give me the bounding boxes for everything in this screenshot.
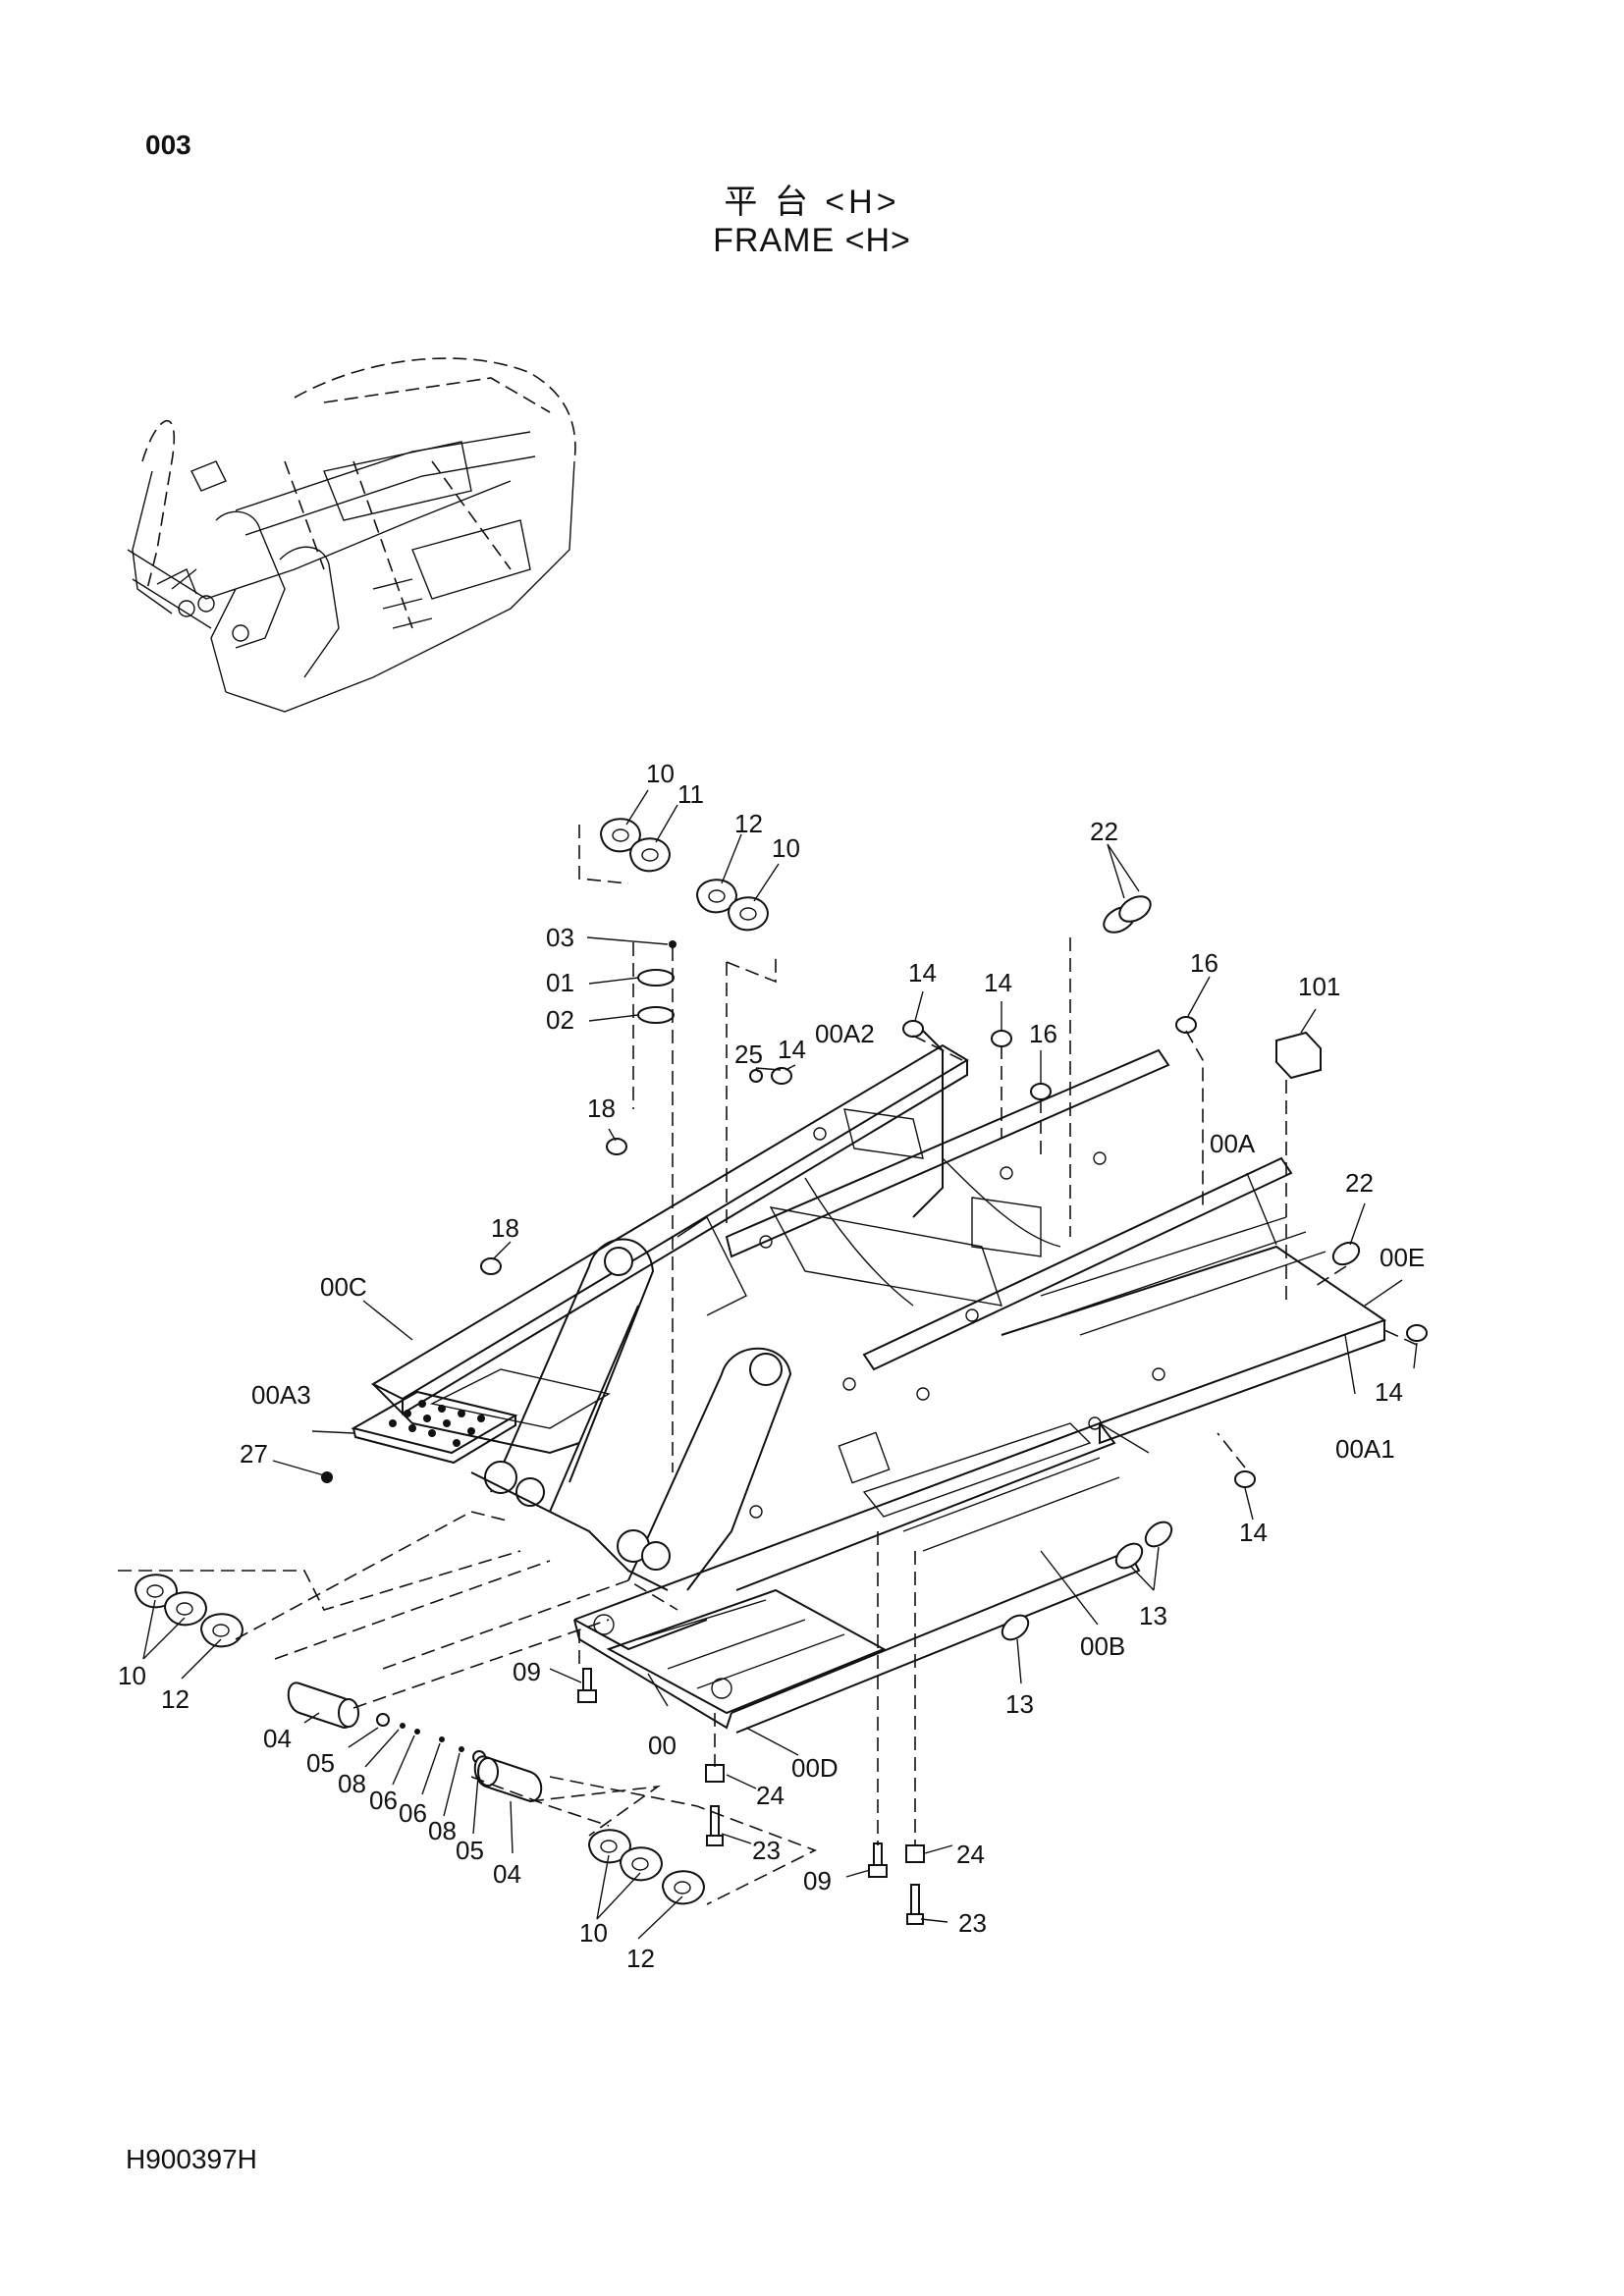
callout-03: 03 [546, 923, 574, 952]
callout-05: 05 [456, 1836, 484, 1865]
callout-27: 27 [240, 1439, 268, 1468]
callout-18: 18 [587, 1094, 616, 1123]
callout-24: 24 [956, 1840, 985, 1869]
callout-00A3: 00A3 [251, 1380, 311, 1410]
callout-10: 10 [579, 1918, 608, 1948]
callout-13: 13 [1139, 1601, 1167, 1630]
callout-12: 12 [734, 809, 763, 838]
callout-23: 23 [958, 1908, 987, 1938]
callout-00C: 00C [320, 1272, 367, 1302]
callout-25: 25 [734, 1040, 763, 1069]
callout-04: 04 [493, 1859, 521, 1889]
callout-09: 09 [513, 1657, 541, 1686]
assembly-lines [118, 825, 1418, 1905]
callout-11: 11 [677, 779, 704, 809]
machine-overview-inset [127, 357, 576, 713]
callout-10: 10 [646, 759, 675, 788]
callout-09: 09 [803, 1866, 832, 1896]
callout-13: 13 [1005, 1689, 1034, 1719]
callout-04: 04 [263, 1724, 292, 1753]
title-chinese: 平 台 <H> [724, 184, 900, 221]
callout-14: 14 [908, 958, 937, 988]
callout-12: 12 [161, 1684, 189, 1714]
callout-00A: 00A [1210, 1129, 1256, 1158]
callout-10: 10 [118, 1661, 146, 1690]
page-number: 003 [145, 130, 191, 160]
callout-06: 06 [399, 1798, 427, 1828]
callout-22: 22 [1090, 817, 1118, 846]
callout-00B: 00B [1080, 1631, 1125, 1661]
callout-14: 14 [1375, 1377, 1403, 1407]
callout-05: 05 [306, 1748, 335, 1778]
title-english: FRAME <H> [713, 222, 911, 259]
document-code: H900397H [126, 2144, 257, 2174]
callout-16: 16 [1029, 1019, 1057, 1048]
exploded-parts [134, 818, 1428, 1925]
callout-08: 08 [428, 1816, 457, 1845]
callout-06: 06 [369, 1786, 398, 1815]
callout-10: 10 [772, 833, 800, 863]
callout-14: 14 [1239, 1518, 1268, 1547]
callout-16: 16 [1190, 948, 1218, 978]
callout-23: 23 [752, 1836, 781, 1865]
callout-02: 02 [546, 1005, 574, 1035]
callout-00A1: 00A1 [1335, 1434, 1395, 1464]
callout-00A2: 00A2 [815, 1019, 875, 1048]
callout-00E: 00E [1380, 1243, 1425, 1272]
callout-14: 14 [984, 968, 1012, 997]
callout-18: 18 [491, 1213, 519, 1243]
leader-lines [142, 789, 1418, 1940]
callout-08: 08 [338, 1769, 366, 1798]
callout-24: 24 [756, 1781, 785, 1810]
callout-00: 00 [648, 1731, 677, 1760]
callout-01: 01 [546, 968, 574, 997]
callout-12: 12 [626, 1944, 655, 1973]
callout-14: 14 [778, 1035, 806, 1064]
callout-22: 22 [1345, 1168, 1374, 1198]
callout-labels: 10 11 12 10 22 03 01 02 14 14 16 101 25 … [118, 759, 1425, 1973]
callout-101: 101 [1298, 972, 1340, 1001]
callout-00D: 00D [791, 1753, 839, 1783]
